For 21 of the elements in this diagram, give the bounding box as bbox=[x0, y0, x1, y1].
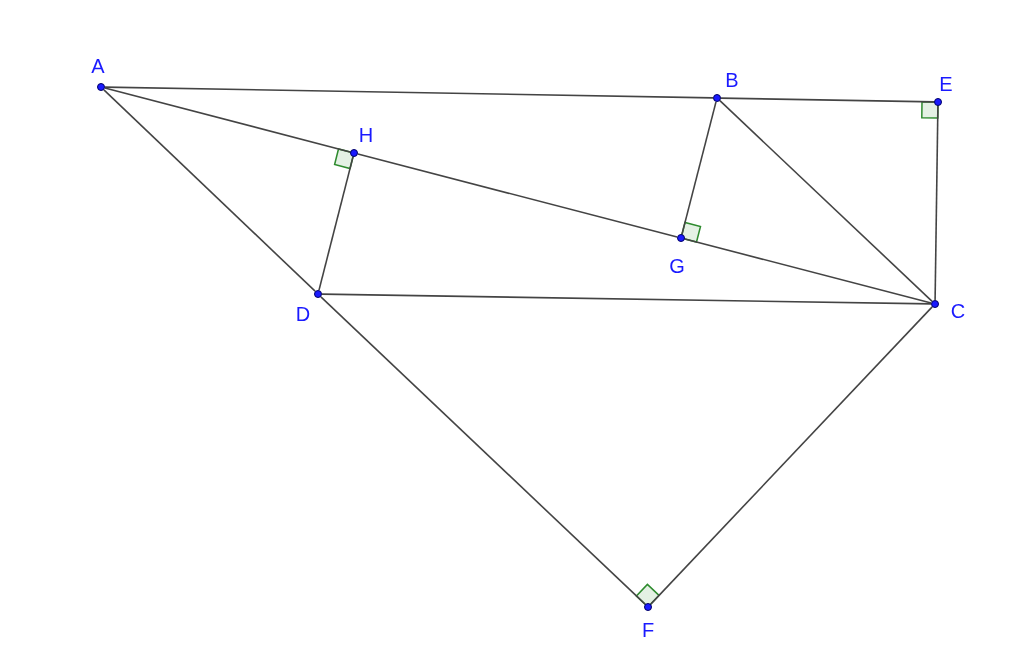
line-segment bbox=[321, 293, 932, 305]
line-segment bbox=[720, 97, 935, 103]
line-segment bbox=[104, 86, 714, 99]
line-segment bbox=[318, 156, 354, 291]
point-label: H bbox=[358, 125, 374, 145]
line-segment bbox=[934, 105, 939, 301]
line-segment bbox=[719, 99, 933, 303]
line-segment bbox=[681, 101, 717, 235]
point-label: A bbox=[90, 56, 106, 76]
point-label: C bbox=[950, 301, 966, 321]
point-label: D bbox=[295, 304, 311, 324]
line-segment bbox=[650, 306, 933, 605]
line-segment bbox=[103, 89, 316, 292]
point-label: B bbox=[724, 70, 740, 90]
line-segment bbox=[320, 296, 646, 605]
point-label: F bbox=[640, 620, 656, 640]
line-segment bbox=[104, 87, 351, 153]
line-segment bbox=[357, 153, 678, 238]
point-label: G bbox=[669, 256, 685, 276]
point-label: E bbox=[938, 74, 954, 94]
line-segment bbox=[684, 238, 932, 304]
